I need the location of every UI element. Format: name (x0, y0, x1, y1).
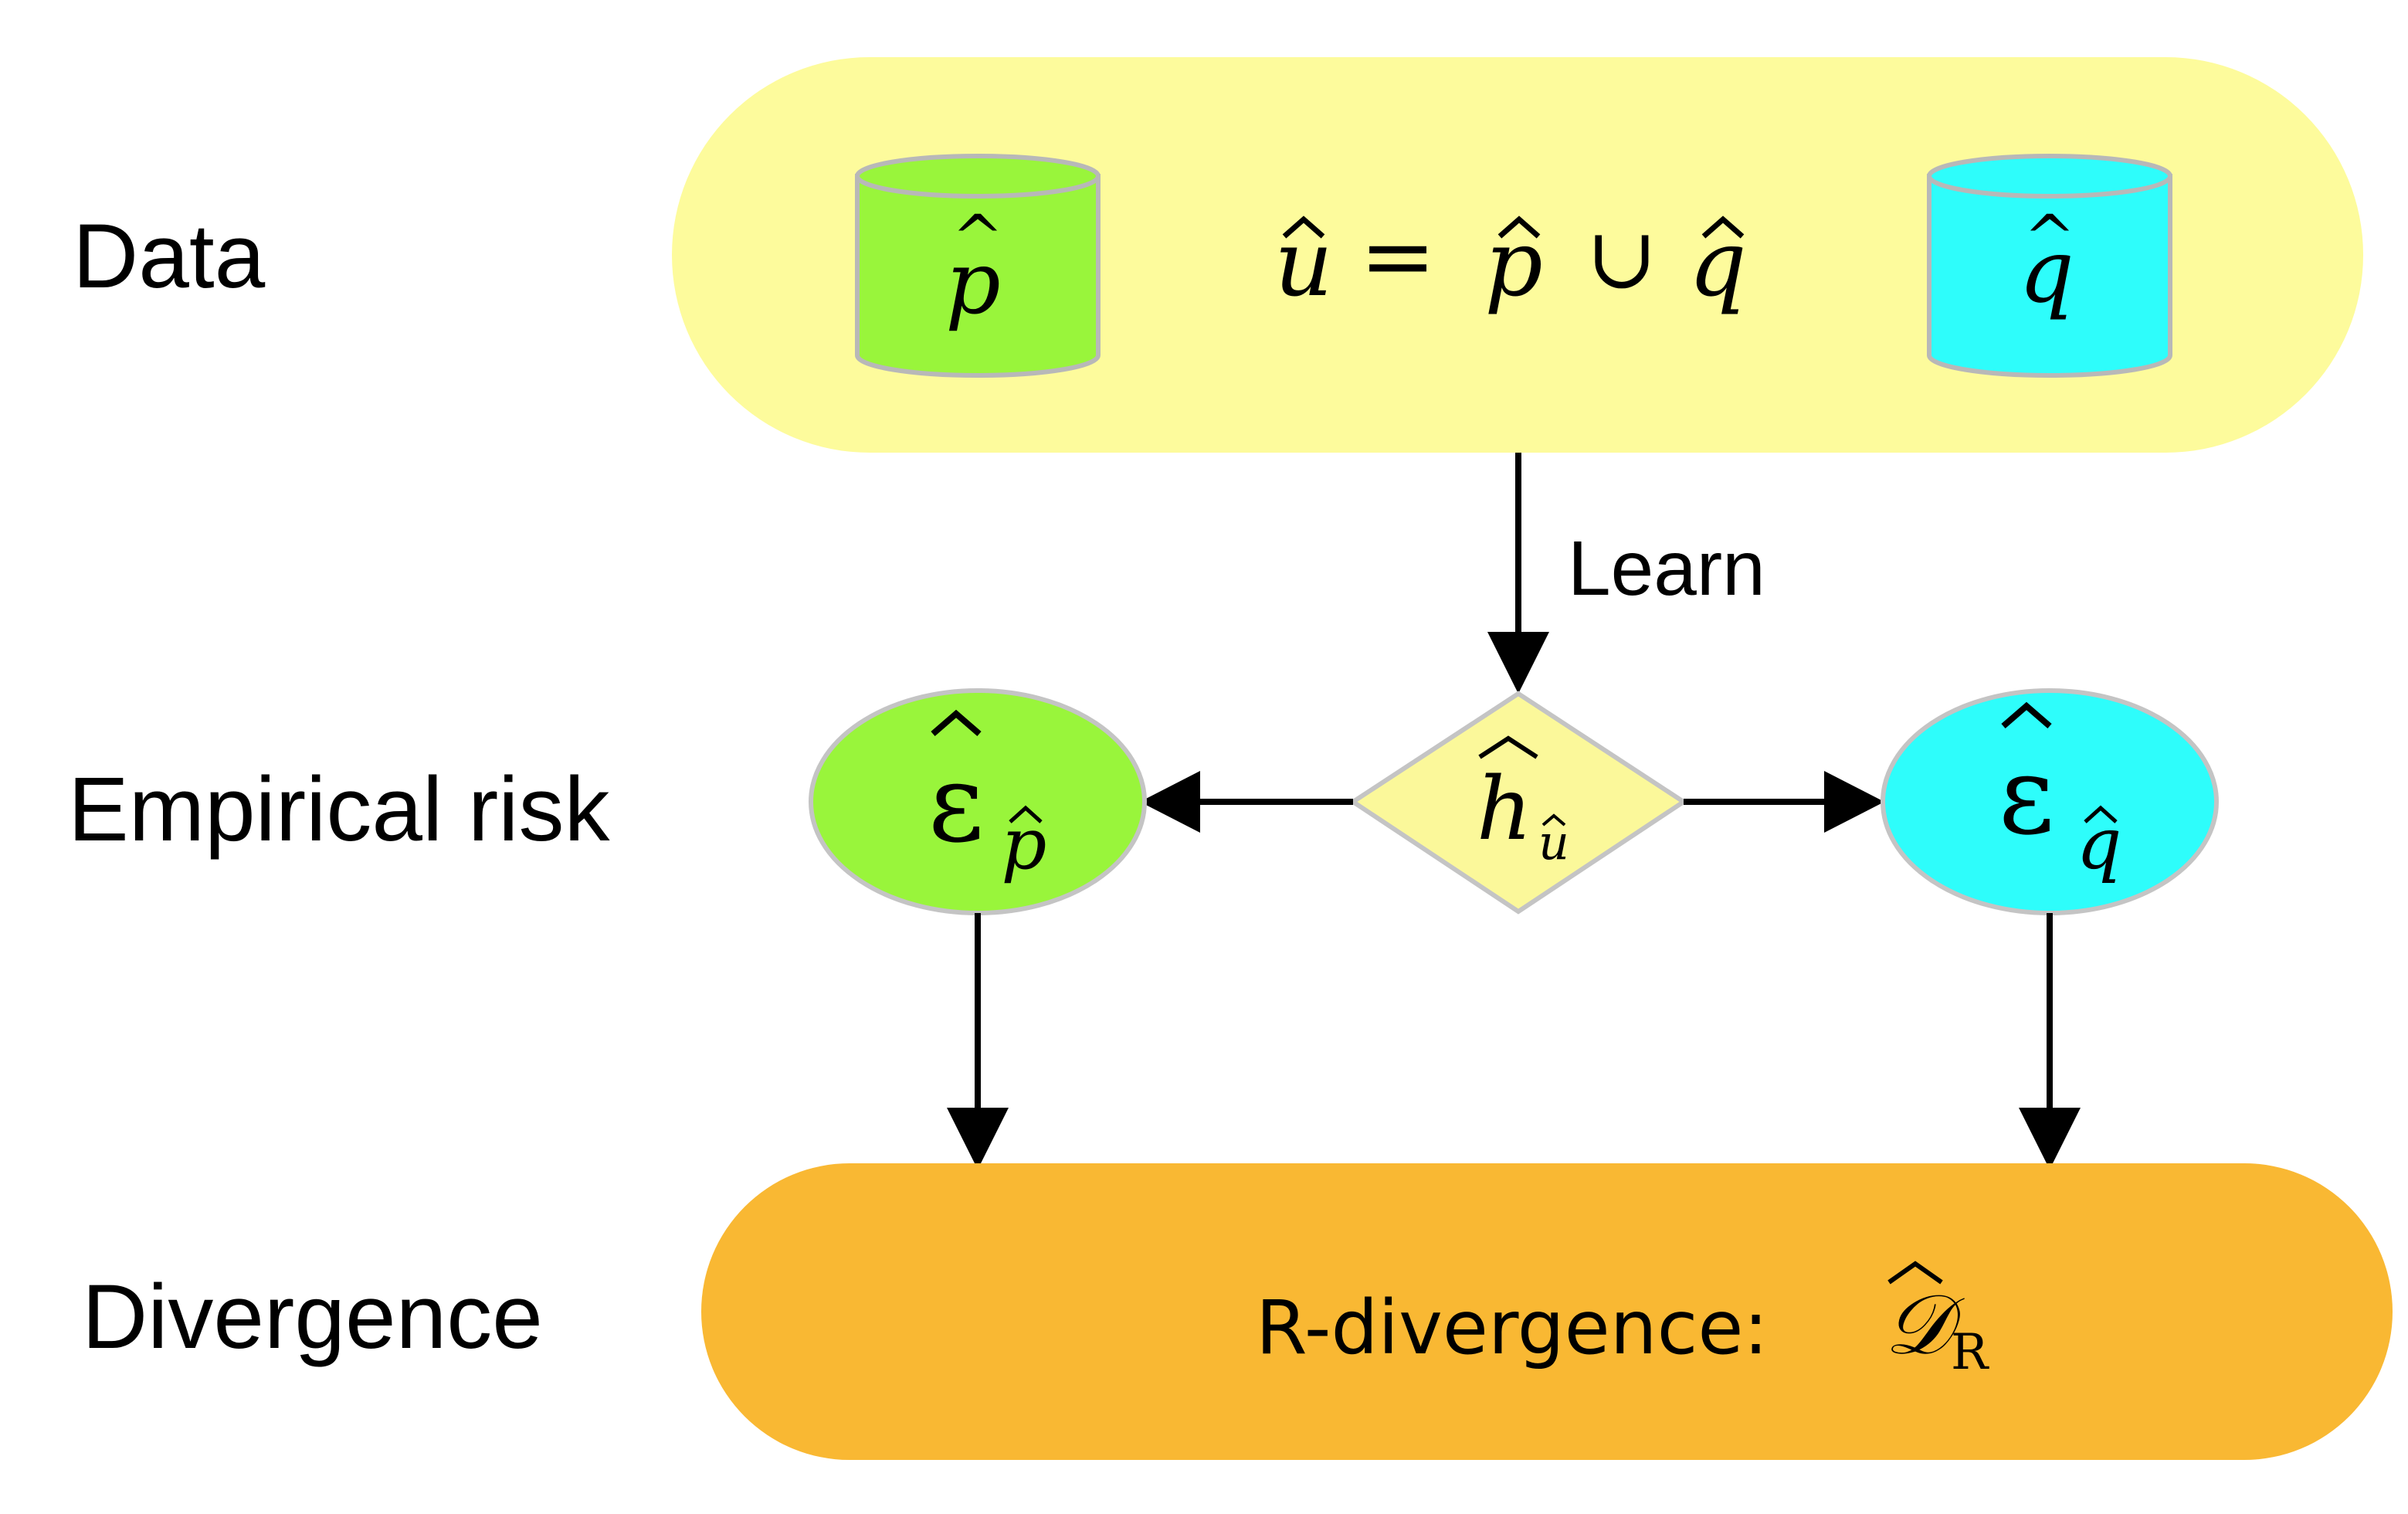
risk-p-epsilon: ε (928, 741, 985, 867)
hypothesis-subscript: u (1538, 814, 1569, 871)
dataset-p-hat: ^ (951, 202, 1003, 273)
arrow-to-risk-q-head (1824, 771, 1884, 833)
row-label-divergence: Divergence (82, 1266, 543, 1368)
learn-arrow-head (1487, 632, 1549, 694)
hypothesis-diamond (1348, 691, 1688, 915)
dataset-p-cylinder: p ^ (855, 154, 1101, 378)
dataset-q-cylinder: q ^ (1927, 154, 2172, 378)
row-label-empirical-risk: Empirical risk (68, 759, 610, 861)
risk-q-epsilon-hat (2001, 701, 2052, 729)
dataset-q-hat: ^ (2023, 202, 2075, 273)
hypothesis-h-hat (1478, 735, 1538, 759)
dataset-q-symbol: q (2019, 222, 2074, 322)
hypothesis-subscript-hat (1541, 813, 1566, 827)
union-equation: u = p ∪ q (1274, 202, 1747, 317)
arrow-risk-p-to-divergence-head (947, 1108, 1009, 1169)
equation-u-hat (1282, 216, 1325, 239)
row-label-data: Data (73, 205, 266, 307)
risk-q-epsilon: ε (1999, 733, 2055, 859)
equation-cup: ∪ (1586, 209, 1657, 307)
risk-p-epsilon-hat (931, 709, 982, 737)
dataset-p-symbol: p (945, 233, 1001, 334)
equation-q: q (1688, 210, 1747, 317)
equation-u: u (1274, 210, 1333, 317)
equation-p: p (1484, 210, 1543, 317)
arrow-to-risk-p-head (1140, 771, 1200, 833)
equation-p-hat (1497, 216, 1541, 239)
risk-q-subscript-hat (2084, 805, 2118, 823)
equation-equals: = (1360, 202, 1436, 309)
divergence-subscript: R (1951, 1324, 1989, 1381)
divergence-symbol-hat (1887, 1261, 1943, 1285)
divergence-box (701, 1163, 2393, 1460)
equation-q-hat (1701, 216, 1745, 239)
learn-label: Learn (1568, 525, 1765, 612)
arrow-risk-q-to-divergence-head (2019, 1108, 2081, 1169)
risk-p-subscript-hat (1009, 805, 1043, 823)
risk-p-subscript: p (1002, 803, 1047, 885)
hypothesis-h: h (1477, 759, 1532, 860)
divergence-label: R-divergence: (1256, 1285, 1769, 1371)
risk-q-subscript: q (2077, 803, 2122, 885)
